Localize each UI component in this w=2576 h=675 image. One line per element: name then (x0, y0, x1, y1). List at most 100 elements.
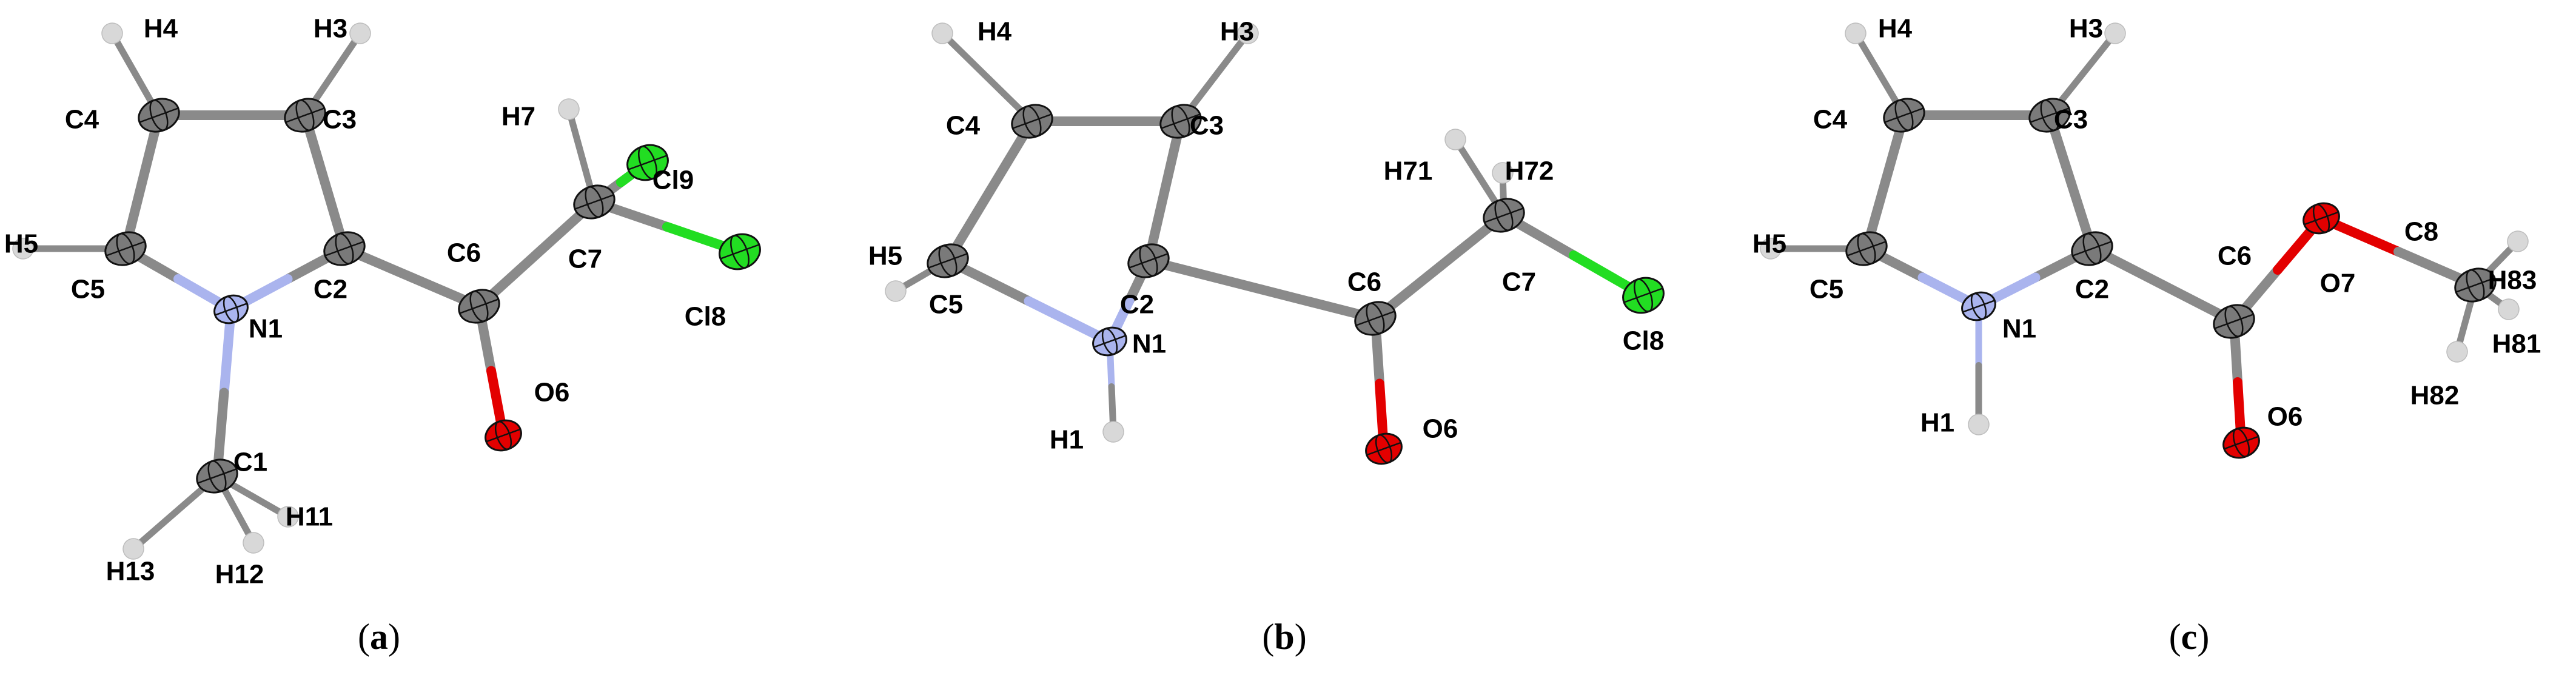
label-h13: H13 (106, 557, 155, 586)
label-c3: C3 (1190, 111, 1224, 141)
principal-ellipse-2 (2232, 428, 2250, 458)
hydrogen-sphere (277, 506, 299, 528)
principal-axis-1 (720, 244, 760, 260)
label-c5: C5 (1810, 275, 1843, 304)
label-c5: C5 (929, 290, 963, 320)
atom-c5-ellipsoid (1845, 231, 1888, 266)
label-h1: H1 (1920, 408, 1954, 438)
label-n1: N1 (2002, 314, 2036, 344)
label-c2: C2 (2075, 275, 2109, 304)
atom-h12-ellipsoid (243, 532, 264, 554)
hydrogen-sphere (1845, 22, 1867, 44)
hydrogen-sphere (2104, 22, 2126, 44)
principal-axis-1 (2072, 241, 2112, 257)
label-c2: C2 (314, 275, 347, 304)
atom-n1-ellipsoid (213, 294, 249, 324)
hydrogen-sphere (1760, 238, 1782, 260)
atom-c7-ellipsoid (573, 184, 615, 220)
principal-ellipse-2 (938, 244, 958, 277)
hydrogen-sphere (1444, 129, 1466, 150)
atom-h7-ellipsoid (558, 98, 580, 120)
label-h3: H3 (2069, 14, 2103, 44)
label-h5: H5 (868, 241, 902, 271)
atom-c5-ellipsoid (927, 243, 969, 278)
c-atoms (1760, 22, 2529, 459)
principal-ellipse-2 (1894, 99, 1914, 132)
atom-h3-ellipsoid (349, 22, 371, 44)
principal-axis-1 (2224, 435, 2259, 450)
principal-ellipse-2 (223, 295, 240, 323)
atom-cl9-ellipsoid (626, 144, 669, 181)
principal-ellipse-2 (494, 420, 512, 451)
label-h1: H1 (1050, 425, 1084, 455)
atom-h83-ellipsoid (2507, 230, 2529, 252)
b-bonds (892, 30, 1648, 454)
atom-c5-ellipsoid (104, 231, 147, 266)
atom-c2-ellipsoid (2071, 231, 2113, 266)
label-n1: N1 (1132, 329, 1166, 359)
panel-c-caption: (c) (2169, 617, 2210, 657)
label-c4: C4 (946, 111, 981, 141)
label-h7: H7 (501, 102, 535, 132)
principal-ellipse-2 (1366, 302, 1385, 335)
hydrogen-sphere (2446, 341, 2468, 363)
principal-ellipse-2 (1375, 434, 1393, 464)
principal-axis-1 (1366, 442, 1401, 456)
principal-ellipse-2 (1970, 292, 1987, 320)
label-c6: C6 (1347, 267, 1381, 297)
label-h11: H11 (286, 502, 333, 532)
atom-h5-ellipsoid (12, 238, 34, 260)
label-h12: H12 (215, 560, 264, 589)
principal-axis-1 (628, 155, 668, 170)
atom-h5-ellipsoid (885, 280, 907, 302)
atom-c3-ellipsoid (284, 98, 326, 133)
principal-axis-1 (197, 468, 237, 484)
atom-o6-ellipsoid (485, 419, 522, 452)
a-atoms (12, 22, 761, 560)
atom-cl8-ellipsoid (719, 233, 761, 270)
atom-o7-ellipsoid (2303, 202, 2340, 235)
label-h71: H71 (1384, 156, 1433, 186)
principal-ellipse-2 (585, 186, 604, 218)
hydrogen-sphere (1102, 421, 1124, 443)
principal-axis-1 (324, 241, 364, 257)
principal-ellipse-2 (335, 232, 354, 265)
principal-axis-1 (459, 298, 499, 314)
atom-c4-ellipsoid (1011, 104, 1053, 139)
label-o6: O6 (1423, 414, 1458, 444)
label-h72: H72 (1505, 156, 1554, 186)
principal-ellipse-2 (2224, 305, 2244, 338)
label-c6: C6 (2218, 241, 2252, 271)
principal-axis-1 (1012, 113, 1052, 129)
principal-ellipse-2 (1022, 105, 1042, 138)
atom-h1-ellipsoid (1968, 414, 1990, 435)
principal-ellipse-2 (2082, 232, 2102, 265)
label-o6: O6 (2267, 402, 2303, 432)
atom-h82-ellipsoid (2446, 341, 2468, 363)
principal-axis-1 (928, 253, 968, 269)
hydrogen-sphere (931, 22, 953, 44)
label-c8: C8 (2404, 217, 2438, 247)
label-cl9: Cl9 (652, 166, 694, 195)
atom-c3-ellipsoid (2028, 98, 2071, 133)
label-c7: C7 (568, 244, 602, 274)
principal-axis-1 (1355, 311, 1395, 326)
principal-ellipse-2 (116, 232, 135, 265)
atom-c8-ellipsoid (2454, 267, 2497, 303)
principal-axis-1 (486, 428, 521, 443)
label-h3: H3 (1220, 17, 1254, 47)
a-bonds (19, 30, 745, 552)
principal-ellipse-2 (2040, 99, 2059, 132)
principal-axis-1 (285, 107, 325, 123)
hydrogen-sphere (885, 280, 907, 302)
label-c2: C2 (1120, 290, 1154, 320)
atom-h3-ellipsoid (2104, 22, 2126, 44)
atom-cl8-ellipsoid (1622, 277, 1665, 314)
hydrogen-sphere (1237, 22, 1259, 44)
atom-h13-ellipsoid (122, 538, 144, 560)
label-c4: C4 (65, 105, 99, 135)
